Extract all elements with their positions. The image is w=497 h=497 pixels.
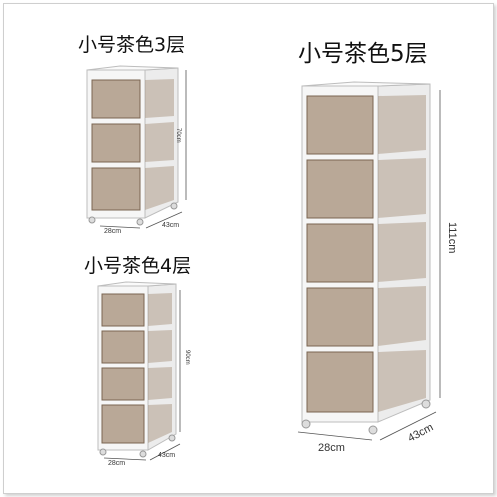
drawer xyxy=(91,79,141,119)
caster-wheel xyxy=(421,399,431,409)
product-title-5-tier: 小号茶色5层 xyxy=(298,41,428,67)
dimension-width-3-tier: 28cm xyxy=(104,228,122,235)
drawer xyxy=(101,404,145,444)
drawer xyxy=(306,223,374,283)
drawer xyxy=(91,123,141,163)
caster-wheel xyxy=(170,202,178,210)
cabinet-4-tier xyxy=(97,281,181,461)
drawer xyxy=(101,293,145,327)
caster-wheel xyxy=(168,434,176,442)
dimension-depth-3-tier: 43cm xyxy=(162,222,180,229)
dimension-height-4-tier: 90cm xyxy=(184,350,190,365)
caster-wheel xyxy=(99,448,107,456)
dimension-width-4-tier: 28cm xyxy=(108,460,126,467)
drawer xyxy=(101,367,145,401)
caster-wheel xyxy=(139,450,147,458)
dimension-depth-4-tier: 43cm xyxy=(158,452,176,459)
product-title-4-tier: 小号茶色4层 xyxy=(84,255,192,277)
cabinet-3-tier xyxy=(86,65,187,229)
caster-wheel xyxy=(136,218,144,226)
caster-wheel xyxy=(368,425,378,435)
drawer xyxy=(91,167,141,211)
product-title-3-tier: 小号茶色3层 xyxy=(78,34,186,56)
drawer xyxy=(306,351,374,413)
drawer xyxy=(306,159,374,219)
caster-wheel xyxy=(301,419,311,429)
cabinet-5-tier xyxy=(297,81,441,441)
drawer xyxy=(306,95,374,155)
dimension-height-5-tier: 111cm xyxy=(446,222,458,254)
dimension-width-5-tier: 28cm xyxy=(318,442,345,454)
dimension-height-3-tier: 70cm xyxy=(175,128,181,143)
drawer xyxy=(306,287,374,347)
caster-wheel xyxy=(88,216,96,224)
drawer xyxy=(101,330,145,364)
